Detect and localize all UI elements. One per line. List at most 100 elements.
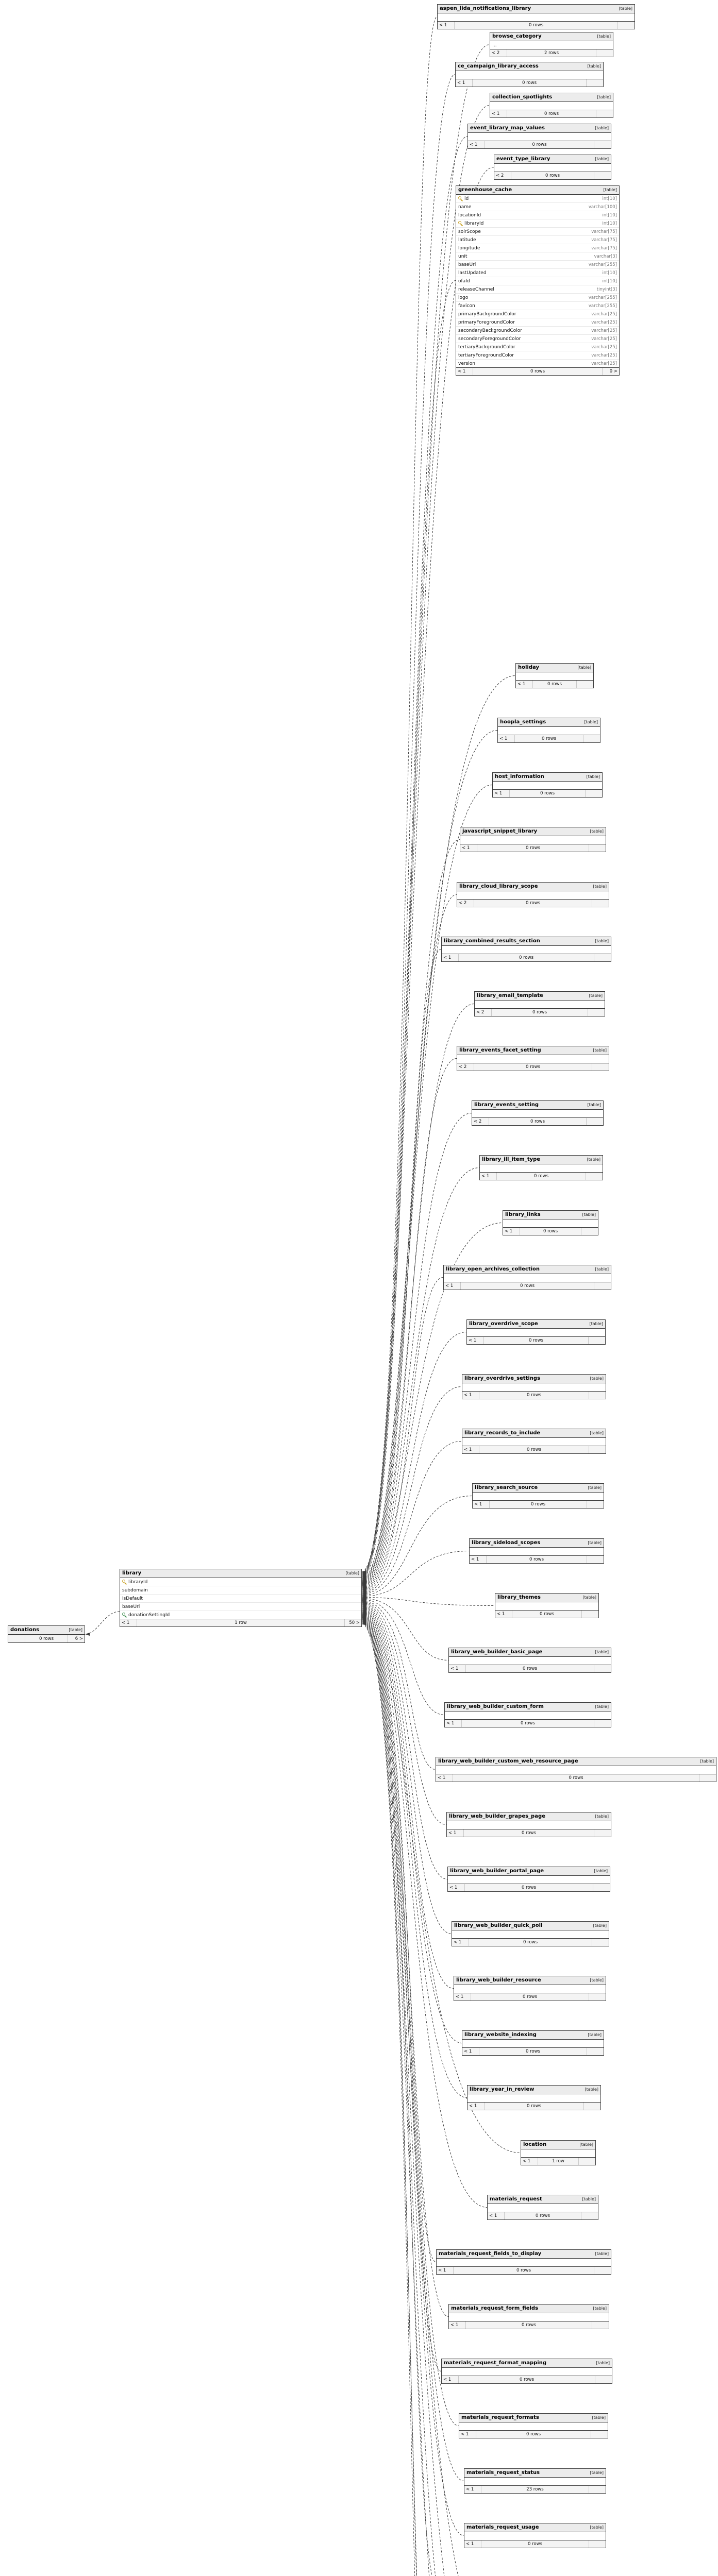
column-name: ofaId bbox=[458, 278, 470, 284]
table-node-library_cloud_library_scope[interactable]: library_cloud_library_scope [table] < 2 … bbox=[457, 882, 609, 907]
table-footer-rowcount: 0 rows bbox=[545, 173, 560, 178]
table-footer-children: 0 > bbox=[602, 368, 619, 375]
table-type-tag: [table] bbox=[590, 829, 604, 834]
table-node-materials_request_form_fields[interactable]: materials_request_form_fields [table] < … bbox=[448, 2304, 609, 2329]
table-node-library_web_builder_resource[interactable]: library_web_builder_resource [table] < 1… bbox=[454, 1976, 606, 2001]
table-node-library_records_to_include[interactable]: library_records_to_include [table] < 1 0… bbox=[462, 1429, 606, 1454]
table-node-materials_request_formats[interactable]: materials_request_formats [table] < 1 0 … bbox=[459, 2413, 608, 2438]
table-node-event_type_library[interactable]: event_type_library [table] < 2 0 rows bbox=[494, 155, 611, 180]
table-node-materials_request_format_mapping[interactable]: materials_request_format_mapping [table]… bbox=[441, 2359, 612, 2384]
table-footer-rowcount: 23 rows bbox=[526, 2487, 544, 2492]
table-node-library_links[interactable]: library_links [table] < 1 0 rows bbox=[503, 1210, 598, 1235]
table-columns bbox=[442, 946, 611, 954]
table-node-event_library_map_values[interactable]: event_library_map_values [table] < 1 0 r… bbox=[467, 124, 611, 149]
table-footer-rowcount: 0 rows bbox=[516, 2268, 531, 2273]
table-node-library_combined_results_section[interactable]: library_combined_results_section [table]… bbox=[441, 937, 611, 962]
table-node-library_year_in_review[interactable]: library_year_in_review [table] < 1 0 row… bbox=[467, 2085, 601, 2110]
table-columns bbox=[468, 133, 611, 141]
table-node-library_website_indexing[interactable]: library_website_indexing [table] < 1 0 r… bbox=[462, 2030, 604, 2056]
column-row bbox=[462, 2040, 604, 2047]
table-footer-rowcount: 0 rows bbox=[522, 2323, 536, 2328]
table-name: library_links bbox=[505, 1212, 541, 1217]
table-footer-rowcount: 0 rows bbox=[532, 142, 547, 147]
table-node-library_web_builder_custom_web_resource_page[interactable]: library_web_builder_custom_web_resource_… bbox=[436, 1757, 716, 1782]
table-node-library_search_source[interactable]: library_search_source [table] < 1 0 rows bbox=[472, 1483, 604, 1509]
column-type: varchar[255] bbox=[588, 295, 617, 300]
column-type: int[10] bbox=[602, 221, 617, 226]
table-footer-children bbox=[594, 2267, 611, 2274]
column-row bbox=[464, 2478, 606, 2485]
table-node-library_overdrive_scope[interactable]: library_overdrive_scope [table] < 1 0 ro… bbox=[466, 1319, 606, 1345]
table-node-host_information[interactable]: host_information [table] < 1 0 rows bbox=[492, 772, 603, 798]
table-columns bbox=[498, 727, 600, 735]
table-header: materials_request_fields_to_display [tab… bbox=[437, 2250, 611, 2259]
table-node-library_sideload_scopes[interactable]: library_sideload_scopes [table] < 1 0 ro… bbox=[469, 1538, 604, 1564]
table-node-browse_category[interactable]: browse_category [table] ... < 2 2 rows bbox=[490, 32, 613, 57]
table-footer-parents: < 2 bbox=[472, 1118, 489, 1125]
table-footer: < 1 0 rows bbox=[503, 1227, 598, 1235]
table-header: library [table] bbox=[120, 1569, 361, 1578]
table-node-library_web_builder_custom_form[interactable]: library_web_builder_custom_form [table] … bbox=[444, 1702, 611, 1727]
table-footer: < 1 0 rows bbox=[468, 141, 611, 148]
table-node-library_open_archives_collection[interactable]: library_open_archives_collection [table]… bbox=[443, 1265, 611, 1290]
table-footer: < 1 0 rows bbox=[456, 79, 603, 87]
table-node-library_web_builder_quick_poll[interactable]: library_web_builder_quick_poll [table] <… bbox=[452, 1921, 609, 1946]
table-footer-children bbox=[589, 2486, 606, 2493]
table-node-collection_spotlights[interactable]: collection_spotlights [table] < 1 0 rows bbox=[490, 93, 613, 118]
table-footer: < 1 1 row 50 > bbox=[120, 1619, 361, 1626]
table-columns bbox=[503, 1219, 598, 1227]
table-node-holiday[interactable]: holiday [table] < 1 0 rows bbox=[515, 663, 594, 688]
table-header: javascript_snippet_library [table] bbox=[460, 827, 606, 836]
column-row bbox=[480, 1164, 603, 1172]
table-node-library_themes[interactable]: library_themes [table] < 1 0 rows bbox=[495, 1593, 599, 1618]
table-footer-children bbox=[589, 1392, 606, 1399]
table-node-library_email_template[interactable]: library_email_template [table] < 2 0 row… bbox=[474, 991, 605, 1016]
table-footer: 0 rows 6 > bbox=[8, 1635, 85, 1642]
table-footer-children: 6 > bbox=[68, 1635, 85, 1642]
column-row bbox=[444, 1274, 611, 1282]
table-node-library_events_facet_setting[interactable]: library_events_facet_setting [table] < 2… bbox=[457, 1046, 609, 1071]
table-node-ce_campaign_library_access[interactable]: ce_campaign_library_access [table] < 1 0… bbox=[455, 62, 604, 87]
table-node-materials_request[interactable]: materials_request [table] < 1 0 rows bbox=[487, 2195, 598, 2220]
table-header: hoopla_settings [table] bbox=[498, 718, 600, 727]
table-node-hoopla_settings[interactable]: hoopla_settings [table] < 1 0 rows bbox=[497, 718, 600, 743]
table-node-location[interactable]: location [table] < 1 1 row bbox=[521, 2140, 596, 2165]
table-type-tag: [table] bbox=[588, 1540, 602, 1545]
table-node-aspen_lida_notifications_library[interactable]: aspen_lida_notifications_library [table]… bbox=[437, 4, 635, 29]
table-node-library_events_setting[interactable]: library_events_setting [table] < 2 0 row… bbox=[472, 1100, 604, 1126]
table-node-library_web_builder_portal_page[interactable]: library_web_builder_portal_page [table] … bbox=[447, 1867, 610, 1892]
table-header: library_sideload_scopes [table] bbox=[470, 1539, 604, 1548]
table-footer-rowcount: 0 rows bbox=[547, 682, 562, 687]
table-columns bbox=[452, 1930, 609, 1938]
table-footer: < 2 0 rows bbox=[472, 1117, 603, 1125]
table-header: library_web_builder_resource [table] bbox=[454, 1976, 606, 1985]
table-name: hoopla_settings bbox=[500, 719, 546, 725]
table-node-library_overdrive_settings[interactable]: library_overdrive_settings [table] < 1 0… bbox=[462, 1374, 606, 1399]
table-node-library_web_builder_basic_page[interactable]: library_web_builder_basic_page [table] <… bbox=[448, 1648, 611, 1673]
table-header: ce_campaign_library_access [table] bbox=[456, 62, 603, 71]
table-footer-rowcount: 0 rows bbox=[534, 1174, 548, 1179]
table-type-tag: [table] bbox=[587, 64, 601, 69]
table-footer: < 1 0 rows bbox=[490, 110, 613, 117]
table-name: library bbox=[122, 1570, 142, 1576]
table-node-materials_request_fields_to_display[interactable]: materials_request_fields_to_display [tab… bbox=[436, 2249, 611, 2275]
table-node-materials_request_status[interactable]: materials_request_status [table] < 1 23 … bbox=[464, 2468, 606, 2494]
table-node-library_web_builder_grapes_page[interactable]: library_web_builder_grapes_page [table] … bbox=[446, 1812, 611, 1837]
table-node-library_ill_item_type[interactable]: library_ill_item_type [table] < 1 0 rows bbox=[479, 1155, 603, 1180]
table-type-tag: [table] bbox=[595, 126, 609, 130]
table-type-tag: [table] bbox=[69, 1628, 82, 1632]
table-footer-rowcount: 0 rows bbox=[526, 1064, 540, 1070]
table-footer: < 1 0 rows bbox=[480, 1172, 603, 1180]
table-header: host_information [table] bbox=[493, 773, 602, 782]
table-node-donations[interactable]: donations [table] 0 rows 6 > bbox=[8, 1625, 85, 1643]
table-node-materials_request_usage[interactable]: materials_request_usage [table] < 1 0 ro… bbox=[464, 2523, 606, 2548]
table-name: library_email_template bbox=[477, 993, 543, 998]
table-node-javascript_snippet_library[interactable]: javascript_snippet_library [table] < 1 0… bbox=[460, 827, 606, 852]
table-footer-children bbox=[591, 2431, 608, 2438]
column-name: baseUrl bbox=[122, 1604, 140, 1609]
table-header: library_links [table] bbox=[503, 1211, 598, 1219]
table-header: materials_request [table] bbox=[488, 2195, 598, 2204]
table-type-tag: [table] bbox=[587, 1157, 600, 1162]
